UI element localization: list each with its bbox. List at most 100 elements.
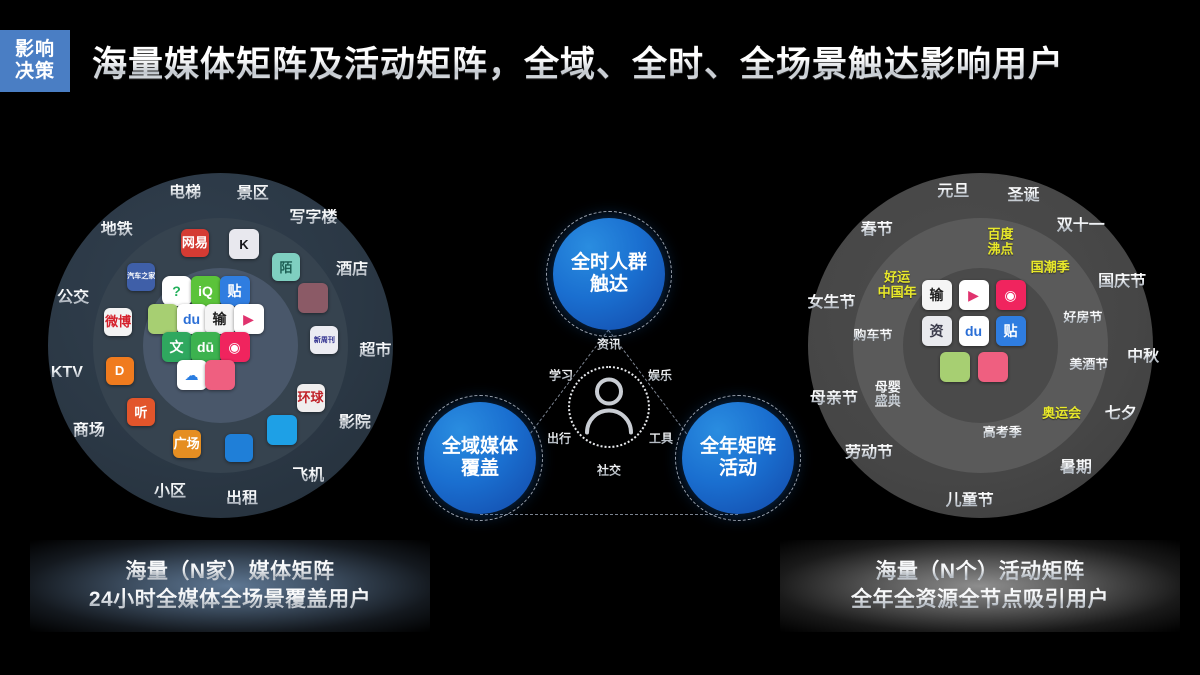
campaign-label: 国潮季 — [1030, 259, 1070, 275]
scene-label: 影院 — [338, 414, 371, 432]
campaign-label: 美酒节 — [1069, 356, 1109, 372]
campaign-matrix-diagram: 圣诞元旦双十一春节国庆节女生节中秋母亲节七夕劳动节暑期儿童节 百度沸点国潮季好运… — [808, 173, 1153, 518]
baidu-icon[interactable]: du — [958, 315, 989, 346]
node-all-time-reach[interactable]: 全时人群 触达 — [546, 211, 672, 337]
festival-label: 元旦 — [937, 182, 970, 200]
festival-label: 母亲节 — [809, 389, 858, 407]
campaign-label: 购车节 — [853, 327, 893, 343]
scene-label: 电梯 — [169, 183, 202, 201]
campaign-matrix-caption: 海量（N个）活动矩阵 全年全资源全节点吸引用户 — [780, 540, 1180, 632]
persona-label: 出行 — [546, 431, 572, 446]
baidu-map-icon[interactable] — [939, 351, 970, 382]
festival-label: 女生节 — [807, 293, 856, 311]
scene-label: 公交 — [57, 288, 90, 306]
quanmin-icon[interactable]: ◉ — [995, 279, 1026, 310]
photo-app-icon[interactable] — [298, 283, 329, 314]
media-matrix-diagram: 景区写字楼 电梯酒店 地铁超市 公交影院 KTV 飞机 商场出租 小区 K 网易陌 汽车之家新周刊… — [48, 173, 393, 518]
festival-label: 儿童节 — [945, 492, 994, 510]
header-badge-line1: 影响 — [14, 39, 55, 61]
slide-header: 影响 决策 海量媒体矩阵及活动矩阵，全域、全时、全场景触达影响用户 — [0, 30, 1064, 92]
header-badge: 影响 决策 — [0, 30, 70, 92]
persona-label: 资讯 — [596, 337, 622, 352]
campaign-label: 母婴盛典 — [874, 379, 901, 409]
persona-label: 工具 — [648, 431, 674, 446]
festival-label: 春节 — [860, 221, 893, 239]
media-caption-line1: 海量（N家）媒体矩阵 — [125, 558, 334, 586]
scene-label: 景区 — [236, 184, 269, 202]
festival-label: 劳动节 — [844, 444, 894, 462]
baidu-netdisk-icon[interactable]: ☁ — [176, 359, 207, 390]
dolphin-icon[interactable] — [224, 433, 253, 462]
node-right-line1: 全年矩阵 — [699, 435, 776, 457]
baidu-news-icon[interactable]: 资 — [921, 315, 952, 346]
scene-label: 地铁 — [100, 221, 133, 239]
scene-label: 超市 — [359, 341, 392, 359]
tingshu-icon[interactable]: 听 — [126, 398, 155, 427]
scene-label: 飞机 — [292, 466, 325, 484]
node-top-line1: 全时人群 — [570, 251, 647, 273]
festival-label: 国庆节 — [1098, 273, 1147, 291]
baby-icon[interactable] — [977, 351, 1008, 382]
media-caption-line2: 24小时全媒体全场景覆盖用户 — [89, 586, 371, 614]
campaign-caption-line1: 海量（N个）活动矩阵 — [875, 558, 1084, 586]
festival-label: 双十一 — [1056, 217, 1105, 235]
media-matrix-caption: 海量（N家）媒体矩阵 24小时全媒体全场景覆盖用户 — [30, 540, 430, 632]
persona-label: 社交 — [596, 463, 622, 478]
skyapp-icon[interactable] — [266, 414, 297, 445]
quanmin-icon[interactable]: ◉ — [219, 331, 250, 362]
persona-label: 娱乐 — [647, 368, 673, 383]
scene-label: KTV — [50, 363, 83, 381]
triangle-edge-bottom — [480, 514, 738, 515]
festival-label: 圣诞 — [1007, 186, 1040, 204]
node-left-line2: 覆盖 — [460, 458, 499, 479]
tieba-icon[interactable]: 贴 — [995, 315, 1026, 346]
header-badge-line2: 决策 — [14, 61, 55, 82]
campaign-label: 高考季 — [982, 424, 1022, 440]
iqiyi-icon[interactable]: iQ — [190, 275, 221, 306]
dianping-icon[interactable]: D — [105, 356, 134, 385]
node-left-line1: 全域媒体 — [441, 435, 518, 457]
baby-icon[interactable] — [204, 359, 235, 390]
person-icon — [581, 375, 637, 440]
persona-dotted-circle — [568, 366, 650, 448]
baidu-icon[interactable]: du — [176, 303, 207, 334]
tieba-icon[interactable]: 贴 — [219, 275, 250, 306]
persona-label: 学习 — [548, 368, 574, 383]
wenku-icon[interactable]: 文 — [161, 331, 192, 362]
baidu-input-icon[interactable]: 输 — [921, 279, 952, 310]
scene-label: 出租 — [226, 490, 259, 508]
campaign-caption-line2: 全年全资源全节点吸引用户 — [851, 586, 1109, 614]
qichezhijia-icon[interactable]: 汽车之家 — [127, 262, 156, 291]
scene-label: 酒店 — [336, 260, 369, 278]
festival-label: 中秋 — [1127, 347, 1160, 365]
netease-icon[interactable]: 网易 — [180, 228, 209, 257]
baidu-input-icon[interactable]: 输 — [204, 303, 235, 334]
mall-icon[interactable]: 广场 — [172, 429, 201, 458]
momo-icon[interactable]: 陌 — [272, 253, 301, 282]
huanqiu-icon[interactable]: 环球 — [296, 383, 325, 412]
wenda-icon[interactable]: ? — [161, 275, 192, 306]
festival-label: 七夕 — [1104, 404, 1137, 422]
node-annual-campaign[interactable]: 全年矩阵 活动 — [675, 395, 801, 521]
dujia-icon[interactable]: dū — [190, 331, 221, 362]
haokan-icon[interactable]: ▶ — [958, 279, 989, 310]
persona-group — [549, 347, 669, 467]
page-title: 海量媒体矩阵及活动矩阵，全域、全时、全场景触达影响用户 — [92, 36, 1064, 87]
scene-label: 小区 — [154, 483, 187, 501]
baidu-map-icon[interactable] — [147, 303, 178, 334]
haokan-icon[interactable]: ▶ — [233, 303, 264, 334]
kuaishou-icon[interactable]: K — [228, 229, 259, 260]
scene-label: 写字楼 — [289, 208, 338, 226]
campaign-label: 奥运会 — [1042, 405, 1082, 421]
node-top-line2: 触达 — [589, 274, 628, 295]
festival-label: 暑期 — [1059, 458, 1092, 476]
strategy-triangle: 全时人群 触达 全域媒体 覆盖 全年矩阵 活动 资讯学习 娱乐出行 工具社交 — [417, 211, 801, 521]
xinzhoukan-icon[interactable]: 新周刊 — [310, 326, 339, 355]
campaign-label: 好房节 — [1063, 309, 1103, 325]
weibo-icon[interactable]: 微博 — [104, 307, 133, 336]
campaign-label: 百度沸点 — [987, 226, 1014, 257]
node-full-domain-media[interactable]: 全域媒体 覆盖 — [417, 395, 543, 521]
campaign-label: 好运中国年 — [877, 269, 917, 299]
scene-label: 商场 — [72, 422, 105, 440]
